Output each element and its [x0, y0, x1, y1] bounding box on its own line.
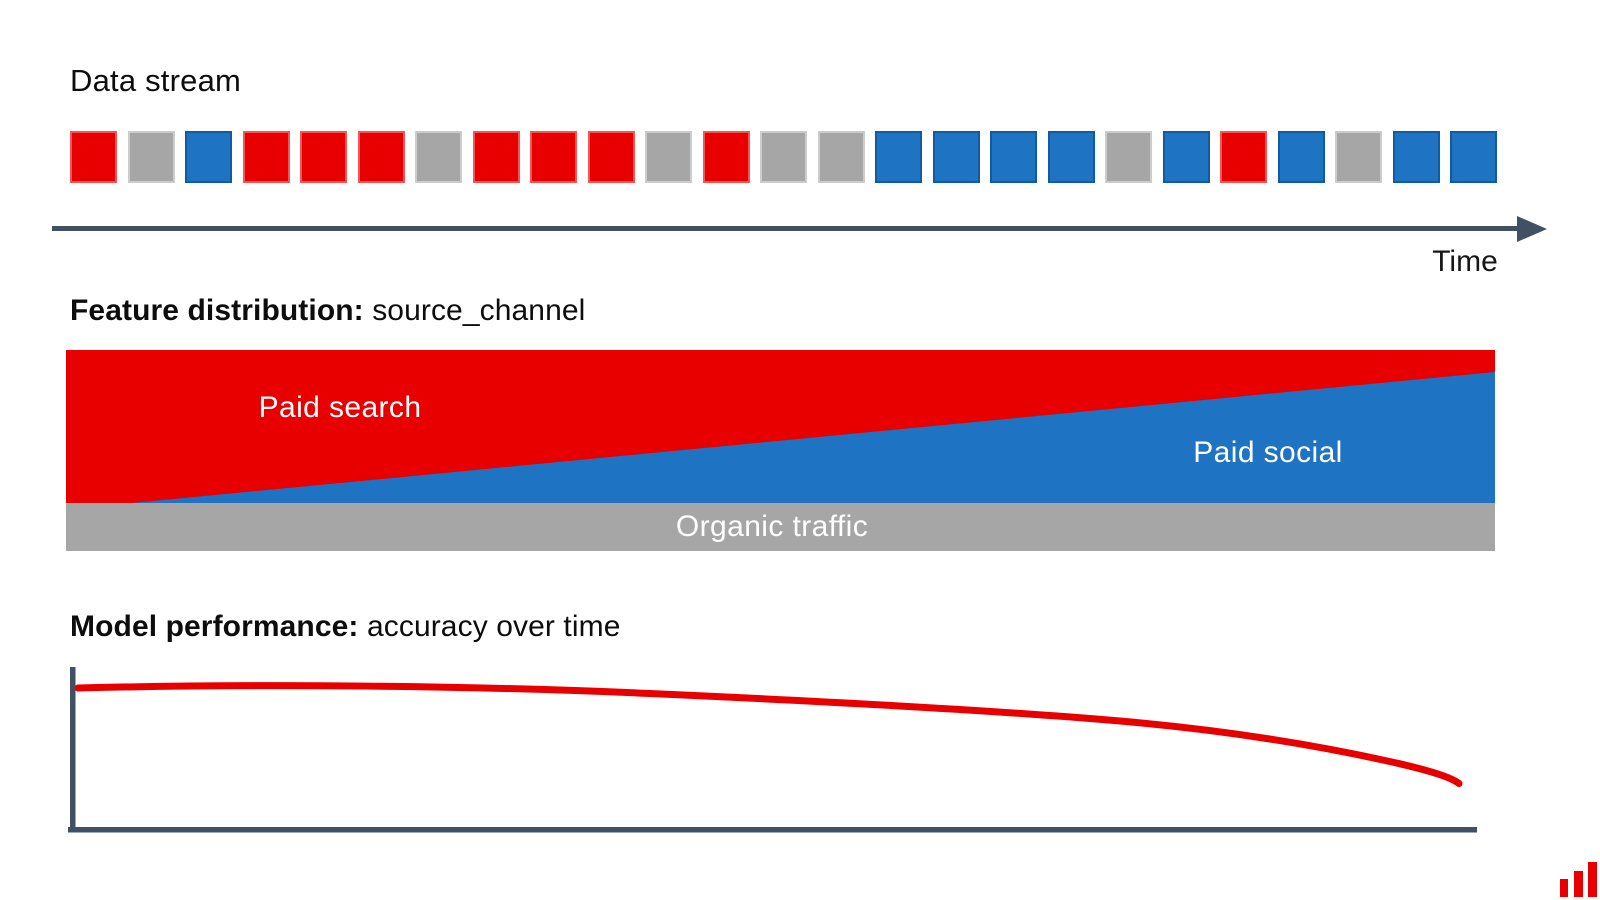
time-axis-arrowhead-icon: [1517, 215, 1547, 242]
stream-square-gray: [415, 131, 462, 183]
stream-square-red: [242, 131, 290, 183]
x-axis: [68, 827, 1477, 833]
stream-square-red: [472, 131, 520, 183]
y-axis: [70, 667, 76, 832]
stream-square-blue: [875, 131, 922, 183]
feature-distribution-heading-bold: Feature distribution:: [70, 294, 364, 327]
stream-square-gray: [1335, 131, 1382, 183]
time-axis-label: Time: [1432, 245, 1498, 278]
feature-distribution-band: Paid search Paid social Organic traffic: [66, 350, 1495, 551]
time-axis-line: [52, 226, 1518, 231]
feature-distribution-heading-regular: source_channel: [372, 294, 586, 327]
feature-distribution-heading: Feature distribution: source_channel: [70, 293, 585, 329]
stream-square-gray: [760, 131, 807, 183]
stream-square-blue: [1450, 131, 1497, 183]
stream-square-red: [300, 131, 347, 183]
stream-square-red: [530, 131, 577, 183]
stream-square-blue: [1047, 131, 1095, 183]
paid-social-area: [132, 372, 1495, 503]
stream-square-blue: [1392, 131, 1440, 183]
stream-square-gray: [1105, 131, 1152, 183]
paid-search-label: Paid search: [258, 391, 422, 424]
data-stream-row: [70, 131, 1497, 183]
stream-square-red: [70, 131, 117, 183]
three-bars-logo-icon: [1560, 862, 1597, 897]
stream-square-red: [1220, 131, 1267, 183]
model-performance-chart: [68, 667, 1477, 833]
accuracy-curve: [74, 682, 1463, 787]
organic-traffic-label: Organic traffic: [675, 510, 869, 543]
feature-distribution-areas: [66, 350, 1495, 551]
data-stream-title: Data stream: [70, 63, 242, 98]
stream-square-gray: [817, 131, 865, 183]
stream-square-gray: [645, 131, 692, 183]
stream-square-blue: [932, 131, 980, 183]
paid-social-label: Paid social: [1193, 436, 1343, 469]
stream-square-red: [357, 131, 405, 183]
logo-bar-small: [1560, 879, 1568, 897]
stream-square-blue: [990, 131, 1037, 183]
logo-bar-large: [1588, 862, 1597, 897]
model-performance-heading-bold: Model performance:: [70, 610, 359, 643]
stream-square-blue: [1162, 131, 1210, 183]
organic-traffic-area: [66, 503, 1495, 551]
stream-square-red: [587, 131, 635, 183]
model-performance-heading: Model performance: accuracy over time: [70, 609, 621, 645]
stream-square-blue: [185, 131, 232, 183]
model-performance-heading-regular: accuracy over time: [366, 610, 621, 643]
stream-square-gray: [127, 131, 175, 183]
stream-square-red: [702, 131, 750, 183]
stream-square-blue: [1277, 131, 1325, 183]
logo-bar-medium: [1574, 871, 1583, 897]
